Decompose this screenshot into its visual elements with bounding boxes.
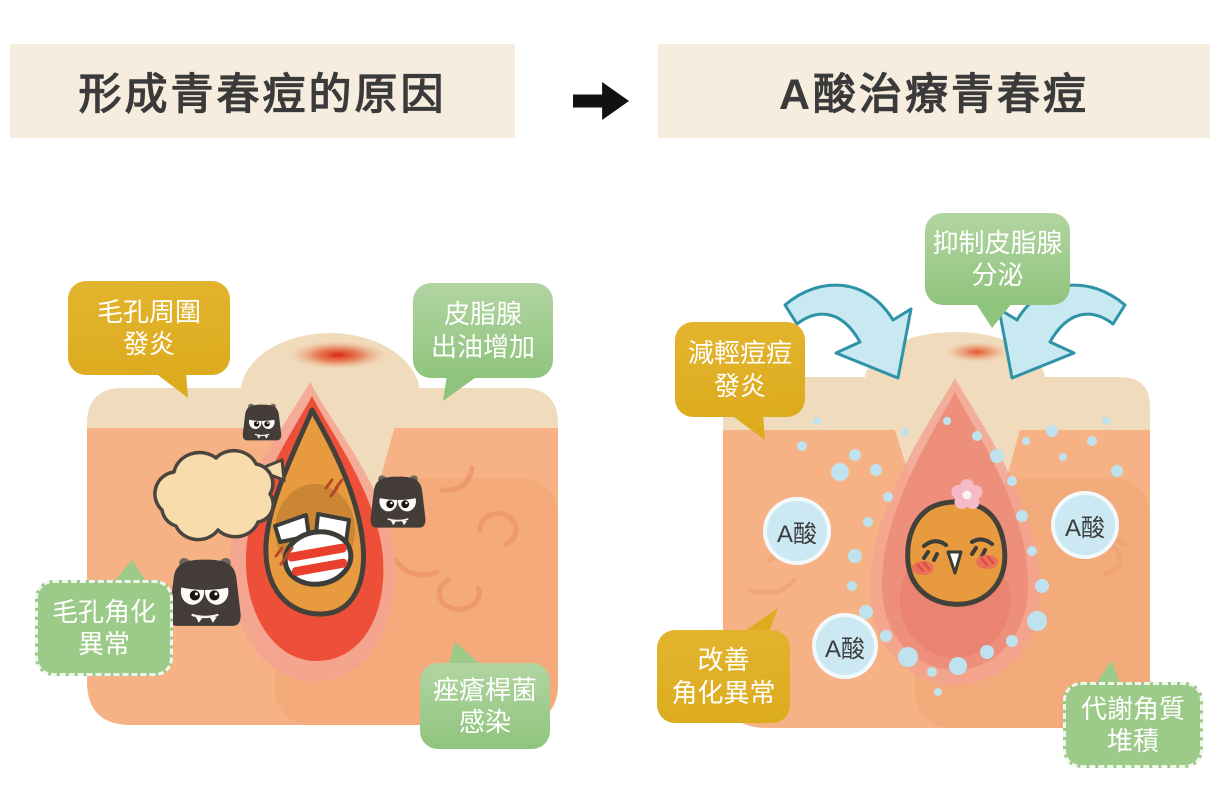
right-title-banner: A酸治療青春痘 (658, 44, 1210, 138)
label-reduce-inflammation: 減輕痘痘 發炎 (675, 322, 805, 417)
healing-pore (869, 378, 1041, 685)
label-bacteria-infection: 痤瘡桿菌 感染 (420, 663, 550, 749)
label-improve-keratinization: 改善 角化異常 (657, 630, 790, 723)
bacteria-monster-big (168, 556, 242, 628)
right-title: A酸治療青春痘 (778, 71, 1090, 119)
bacteria-monster-small (242, 403, 282, 441)
acid-bubbles-dots (797, 417, 1123, 696)
left-title-banner: 形成青春痘的原因 (10, 44, 515, 138)
label-inhibit-sebum: 抑制皮脂腺 分泌 (925, 213, 1070, 305)
treatment-arrows (783, 283, 1127, 380)
bacteria-monster-right (369, 474, 427, 529)
left-title: 形成青春痘的原因 (78, 71, 447, 119)
curved-arrow-left-icon (783, 283, 913, 380)
flower-icon (951, 479, 983, 509)
acid-circle-left: A酸 (763, 497, 831, 565)
label-sebum-increase: 皮脂腺 出油增加 (413, 283, 553, 378)
acid-circle-bottom: A酸 (812, 613, 878, 679)
angry-face (273, 478, 354, 587)
label-keratinization: 毛孔角化 異常 (35, 580, 173, 676)
label-pore-inflammation: 毛孔周圍 發炎 (68, 281, 230, 375)
skin-cross-section-causes (87, 333, 558, 725)
acid-circle-right: A酸 (1051, 491, 1119, 559)
right-arrow-icon (573, 82, 629, 120)
sebum-cloud-icon (153, 448, 286, 542)
label-metabolize-keratin: 代謝角質 堆積 (1063, 682, 1203, 768)
clogged-pore-inflamed (229, 382, 396, 682)
happy-face (912, 537, 998, 575)
curved-arrow-right-icon (997, 283, 1127, 380)
